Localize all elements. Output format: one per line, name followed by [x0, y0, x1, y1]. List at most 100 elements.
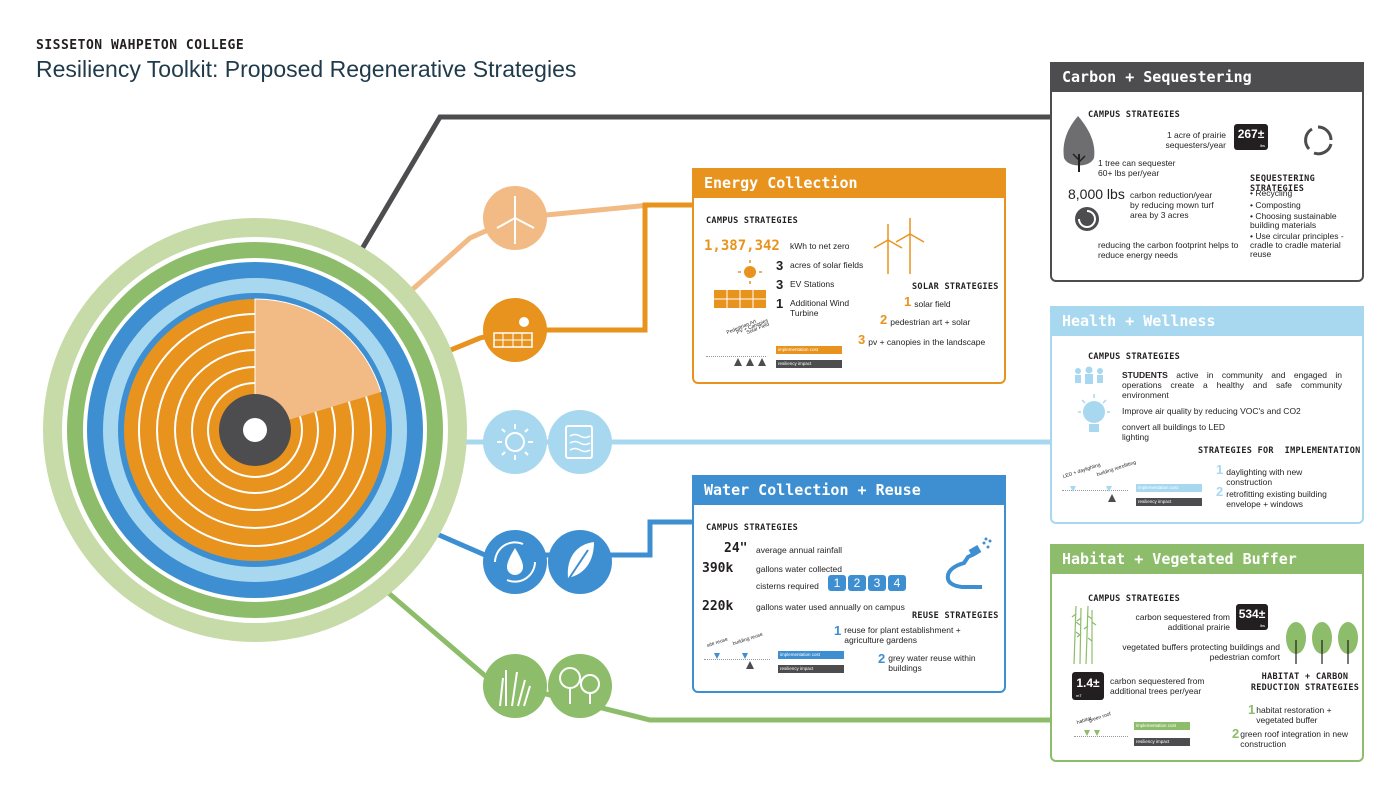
habitat-scale-axis [1074, 736, 1128, 737]
habitat-strategy-number: 1 [1248, 702, 1256, 717]
carbon-reduction-text: carbon reduction/year by reducing mown t… [1130, 190, 1214, 220]
carbon-seq-item: • Composting [1250, 200, 1301, 210]
air-flow-icon [548, 410, 612, 474]
habitat-impl-bar: implementation cost [1134, 722, 1190, 730]
carbon-panel-title: Carbon + Sequestering [1050, 62, 1364, 92]
cistern-icon: 1 [828, 575, 846, 591]
energy-stat-number: 3 [776, 277, 784, 292]
water-collected-value: 390k [702, 561, 734, 576]
energy-solar-label: SOLAR STRATEGIES [912, 282, 999, 292]
carbon-seq-label: SEQUESTERING STRATEGIES [1250, 174, 1316, 194]
wind-turbine-icon [483, 186, 547, 250]
carbon-panel: Carbon + Sequestering CAMPUS STRATEGIES … [1050, 62, 1364, 282]
health-campus-label: CAMPUS STRATEGIES [1088, 352, 1181, 362]
carbon-footprint-text: reducing the carbon footprint helps to r… [1098, 240, 1239, 260]
health-scale-label: building retrofitting [1096, 459, 1137, 478]
carbon-tree-text: 1 tree can sequester 60+ lbs per/year [1098, 158, 1176, 178]
energy-solar-text: pedestrian art + solar [890, 317, 971, 327]
water-collected-text: gallons water collected [756, 564, 842, 574]
water-scale-axis [704, 659, 770, 660]
habitat-trees-text: carbon sequestered from additional trees… [1110, 676, 1205, 696]
cistern-icon: 3 [868, 575, 886, 591]
energy-kwh-value: 1,387,342 [704, 238, 780, 254]
energy-solar-number: 2 [880, 312, 888, 327]
habitat-scale-label: green roof [1088, 711, 1112, 724]
habitat-panel-title: Habitat + Vegetated Buffer [1050, 544, 1364, 574]
carbon-campus-label: CAMPUS STRATEGIES [1088, 110, 1181, 120]
energy-solar-number: 1 [904, 294, 912, 309]
carbon-seq-item: • Use circular principles - cradle to cr… [1250, 231, 1344, 259]
habitat-strategy-number: 2 [1232, 726, 1240, 741]
habitat-campus-label: CAMPUS STRATEGIES [1088, 594, 1181, 604]
water-scale: site reuse building reuse implementation… [704, 629, 854, 679]
water-scale-label: site reuse [706, 636, 729, 649]
lightbulb-icon [1078, 394, 1110, 432]
carbon-seq-list: • Recycling • Composting • Choosing sust… [1250, 188, 1360, 259]
water-campus-label: CAMPUS STRATEGIES [706, 523, 799, 533]
water-used-value: 220k [702, 599, 734, 614]
water-cycle-icon [483, 530, 547, 594]
sun-icon [483, 410, 547, 474]
energy-scale-axis [706, 356, 766, 357]
energy-stat-text: acres of solar fields [790, 260, 864, 270]
health-air-text: Improve air quality by reducing VOC's an… [1122, 406, 1301, 416]
health-scale: LED + daylighting building retrofitting … [1062, 460, 1212, 508]
water-rain-text: average annual rainfall [756, 545, 843, 555]
water-used-text: gallons water used annually on campus [756, 602, 905, 612]
water-reuse-number: 1 [834, 623, 842, 638]
prairie-grass-icon [1071, 605, 1097, 664]
energy-campus-label: CAMPUS STRATEGIES [706, 216, 799, 226]
health-scale-markers [1070, 486, 1116, 502]
health-students: STUDENTS active in community and engaged… [1122, 370, 1342, 400]
water-impl-bar: implementation cost [778, 651, 844, 659]
carbon-weight-icon: 267± lbs [1234, 124, 1268, 150]
carbon-seq-item: • Choosing sustainable building material… [1250, 211, 1337, 230]
energy-solar-number: 3 [858, 332, 866, 347]
energy-impl-bar: implementation cost [776, 346, 842, 354]
energy-scale: Pedestrian Art PV + Canopies Solar Field… [706, 318, 846, 370]
health-students-text: active in community and engaged in opera… [1122, 370, 1342, 400]
water-reuse-label: REUSE STRATEGIES [912, 611, 999, 621]
habitat-prairie-unit: lbs [1259, 623, 1265, 628]
habitat-strategy-text: habitat restoration + vegetated buffer [1256, 705, 1332, 725]
habitat-trees-unit: mT [1076, 693, 1082, 698]
cistern-icon: 4 [888, 575, 906, 591]
habitat-resiliency-bar: resiliency impact [1134, 738, 1190, 746]
health-impl-text: retrofitting existing building envelope … [1226, 489, 1327, 509]
habitat-scale: habitat green roof implementation cost r… [1074, 706, 1224, 756]
recycle-icon [1304, 125, 1333, 156]
water-panel-title: Water Collection + Reuse [692, 475, 1006, 505]
energy-solar-text: pv + canopies in the landscape [868, 337, 986, 347]
water-panel: Water Collection + Reuse CAMPUS STRATEGI… [692, 475, 1006, 693]
health-panel-title: Health + Wellness [1050, 306, 1364, 336]
carbon-prairie-unit: lbs [1259, 143, 1265, 148]
water-resiliency-bar: resiliency impact [778, 665, 844, 673]
health-impl-label: STRATEGIES FOR IMPLEMENTATION [1198, 446, 1361, 456]
health-scale-label: LED + daylighting [1062, 462, 1102, 480]
health-impl-text: daylighting with new construction [1226, 467, 1303, 487]
energy-panel: Energy Collection CAMPUS STRATEGIES 1,38… [692, 168, 1006, 384]
grass-icon [483, 654, 547, 718]
habitat-trees-value: 1.4± [1076, 676, 1100, 690]
health-impl-number: 2 [1216, 484, 1224, 499]
health-panel: Health + Wellness CAMPUS STRATEGIES STUD… [1050, 306, 1364, 524]
water-cisterns: 1 2 3 4 [828, 575, 906, 591]
habitat-strategies-label: HABITAT + CARBON REDUCTION STRATEGIES [1250, 672, 1360, 693]
cistern-icon: 2 [848, 575, 866, 591]
health-impl-number: 1 [1216, 462, 1224, 477]
habitat-trees-weight: 1.4± mT [1072, 672, 1104, 700]
water-cisterns-text: cisterns required [756, 581, 819, 591]
carbon-seq-item: • Recycling [1250, 188, 1293, 198]
energy-scale-markers [734, 358, 766, 366]
habitat-strategy-text: green roof integration in new constructi… [1240, 729, 1348, 749]
energy-solar-text: solar field [914, 299, 951, 309]
wind-turbines-icon [873, 218, 925, 274]
health-resiliency-bar: resiliency impact [1136, 498, 1202, 506]
